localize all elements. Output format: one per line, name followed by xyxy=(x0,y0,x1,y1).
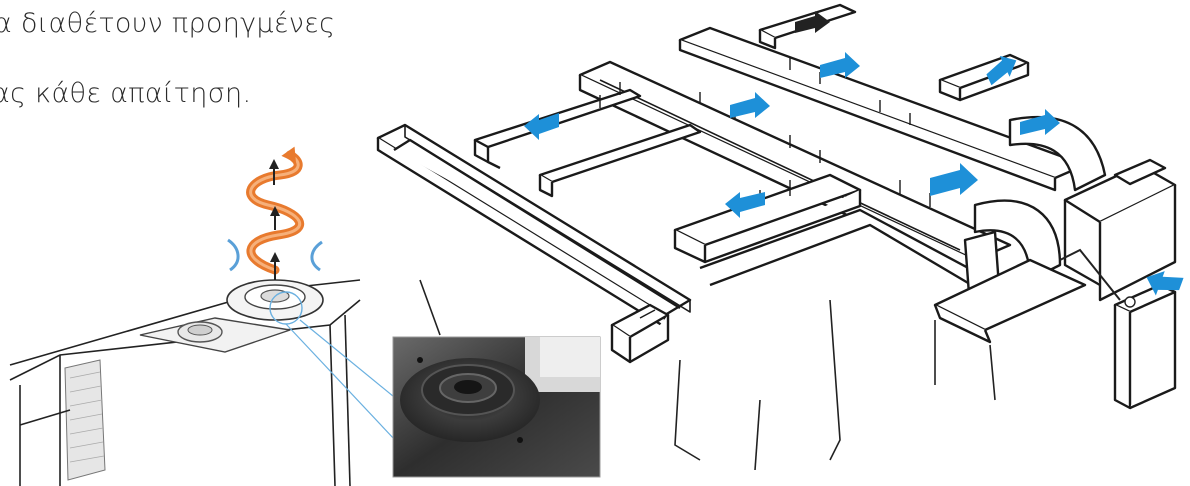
fan-photo-inset xyxy=(392,279,601,478)
airflow-arrow-icon xyxy=(524,52,1184,296)
unit-with-exhaust xyxy=(9,146,601,486)
description-line-2: ας κάθε απαίτηση. xyxy=(0,78,252,109)
duct-system xyxy=(376,3,1184,471)
description-line-1: α διαθέτουν προηγμένες xyxy=(0,8,336,39)
spiral-flow-icon xyxy=(227,146,323,280)
